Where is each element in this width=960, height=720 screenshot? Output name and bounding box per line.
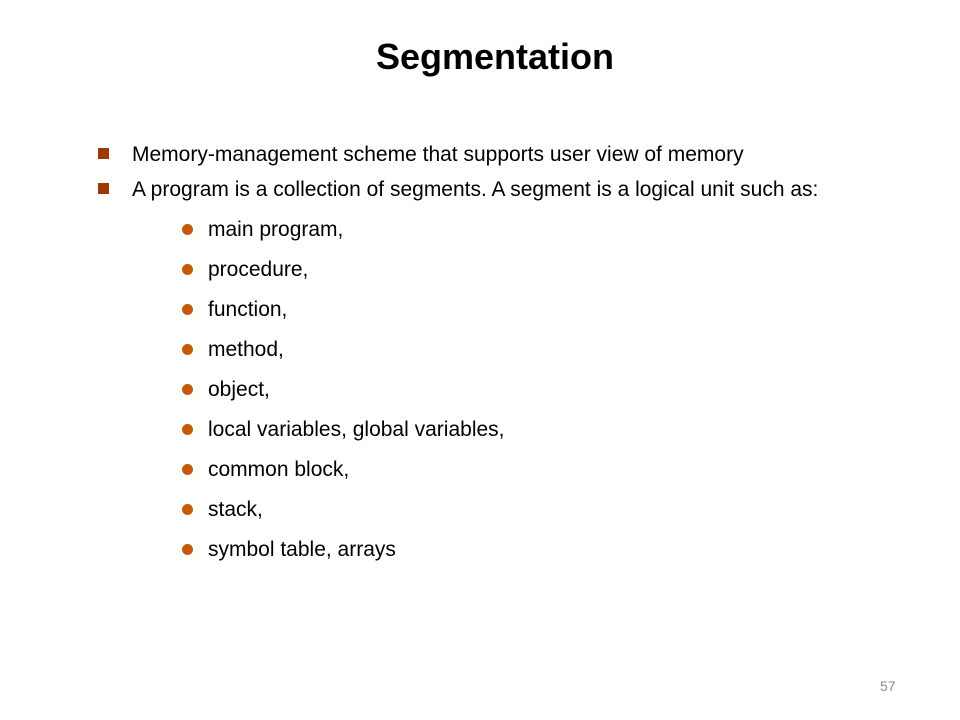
sub-bullet-item: common block, bbox=[132, 455, 858, 495]
round-bullet-icon bbox=[182, 544, 193, 555]
sub-bullet-item: procedure, bbox=[132, 255, 858, 295]
round-bullet-icon bbox=[182, 224, 193, 235]
bullet-text: Memory-management scheme that supports u… bbox=[132, 143, 744, 166]
round-bullet-icon bbox=[182, 384, 193, 395]
bullet-text: A program is a collection of segments. A… bbox=[132, 178, 819, 201]
page-number: 57 bbox=[880, 678, 896, 694]
round-bullet-icon bbox=[182, 264, 193, 275]
sub-bullet-item: function, bbox=[132, 295, 858, 335]
sub-bullet-text: stack, bbox=[208, 498, 263, 521]
square-bullet-icon bbox=[98, 148, 109, 159]
sub-bullet-item: main program, bbox=[132, 215, 858, 255]
round-bullet-icon bbox=[182, 344, 193, 355]
sub-bullet-item: symbol table, arrays bbox=[132, 535, 858, 575]
sub-bullet-text: symbol table, arrays bbox=[208, 538, 396, 561]
sub-bullet-text: method, bbox=[208, 338, 284, 361]
sub-bullet-list: main program, procedure, function, metho… bbox=[132, 215, 858, 575]
round-bullet-icon bbox=[182, 304, 193, 315]
bullet-list: Memory-management scheme that supports u… bbox=[98, 140, 858, 581]
slide-title: Segmentation bbox=[375, 36, 615, 77]
square-bullet-icon bbox=[98, 183, 109, 194]
sub-bullet-item: method, bbox=[132, 335, 858, 375]
sub-bullet-item: stack, bbox=[132, 495, 858, 535]
sub-bullet-text: procedure, bbox=[208, 258, 309, 281]
sub-bullet-text: common block, bbox=[208, 458, 350, 481]
sub-bullet-item: local variables, global variables, bbox=[132, 415, 858, 455]
sub-bullet-text: main program, bbox=[208, 218, 344, 241]
round-bullet-icon bbox=[182, 464, 193, 475]
bullet-item: A program is a collection of segments. A… bbox=[98, 175, 858, 575]
bullet-item: Memory-management scheme that supports u… bbox=[98, 140, 858, 169]
sub-bullet-item: object, bbox=[132, 375, 858, 415]
sub-bullet-text: function, bbox=[208, 298, 288, 321]
round-bullet-icon bbox=[182, 504, 193, 515]
round-bullet-icon bbox=[182, 424, 193, 435]
sub-bullet-text: local variables, global variables, bbox=[208, 418, 505, 441]
sub-bullet-text: object, bbox=[208, 378, 270, 401]
